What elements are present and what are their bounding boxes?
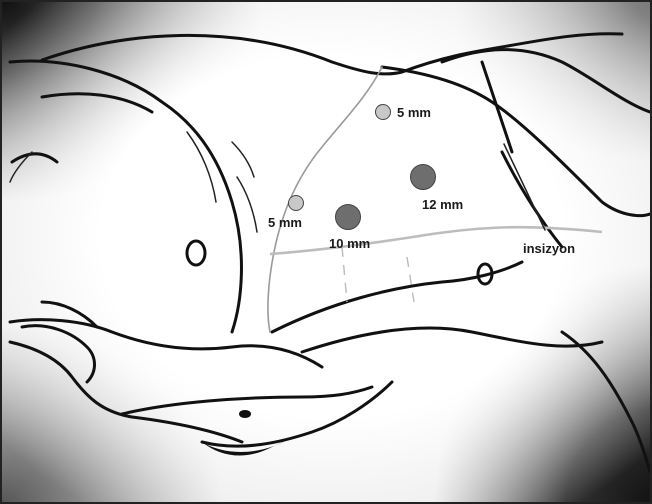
midline-dashes-2 [407, 257, 414, 302]
port-5mm-left [289, 196, 304, 211]
lower-body-outline [10, 320, 322, 367]
right-leg-outline [562, 332, 650, 472]
port-12mm-label: 12 mm [422, 197, 463, 212]
hip-outline [272, 262, 522, 332]
midline-dashes [342, 247, 347, 302]
thigh-outline [302, 328, 602, 352]
port-12mm [411, 165, 436, 190]
costal-margin-line [268, 67, 382, 332]
fold-line-1 [187, 132, 216, 202]
right-side-line [502, 152, 562, 247]
incision-label: insizyon [523, 241, 575, 256]
incision-pointer [504, 144, 545, 230]
upper-back-outline [442, 50, 650, 112]
chest-outline [42, 94, 152, 112]
knee-outline [122, 387, 372, 414]
port-10mm-label: 10 mm [329, 236, 370, 251]
lower-mark [239, 410, 251, 418]
shoulder-crease [237, 177, 257, 232]
nipple-mark [187, 241, 205, 265]
wrist-outline [42, 302, 97, 327]
hand-outline [22, 326, 95, 382]
armpit-outline [12, 154, 57, 162]
port-5mm-top-label: 5 mm [397, 105, 431, 120]
rib-line [482, 62, 512, 152]
leg-outline [10, 342, 242, 442]
fold-line-3 [232, 142, 254, 177]
port-5mm-top [376, 105, 391, 120]
port-5mm-left-label: 5 mm [268, 215, 302, 230]
port-10mm [336, 205, 361, 230]
